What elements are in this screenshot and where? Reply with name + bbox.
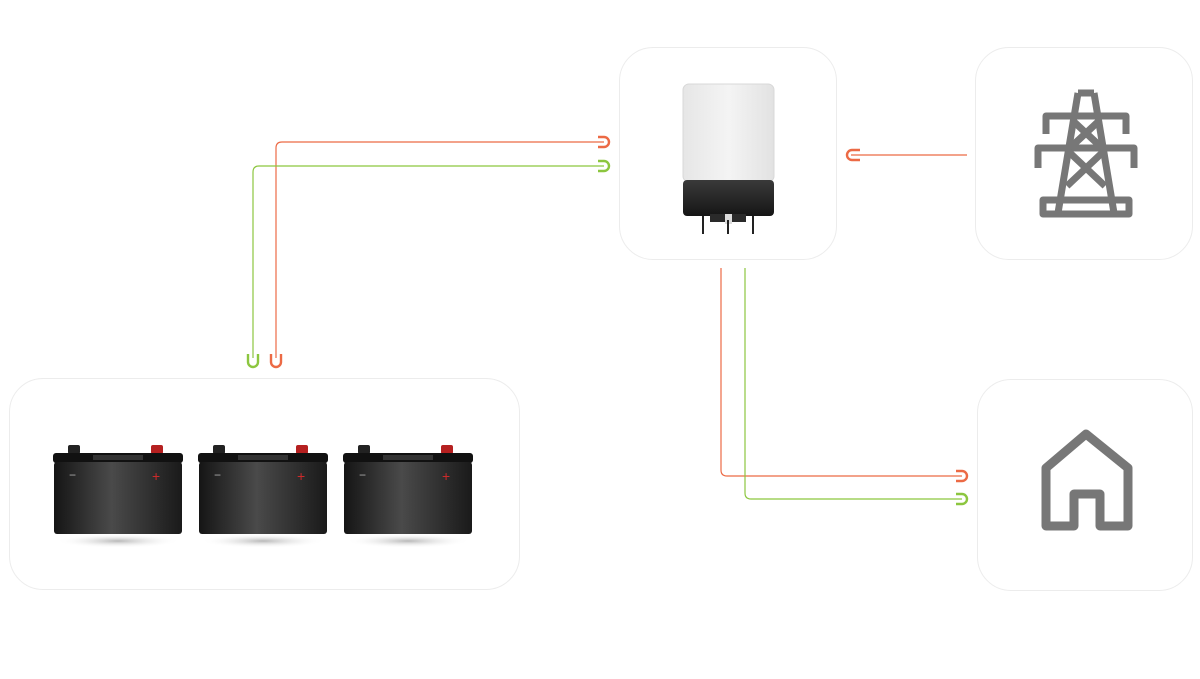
- transmission-tower-icon: [1034, 89, 1138, 218]
- connector-battery-positive: [269, 354, 283, 369]
- battery-minus-label: −: [359, 468, 366, 482]
- inverter-card: [619, 47, 837, 260]
- wire-battery-negative: [252, 165, 604, 358]
- house-card: [977, 379, 1193, 591]
- wire-house-negative: [744, 268, 962, 500]
- house-icon: [1041, 429, 1133, 531]
- battery-minus-label: −: [69, 468, 76, 482]
- battery-2: − +: [198, 445, 328, 560]
- connector-inverter-positive: [598, 135, 611, 149]
- connector-house-positive: [956, 469, 969, 483]
- battery-icon: − +: [198, 445, 328, 548]
- battery-3: − +: [343, 445, 473, 560]
- grid-card: [975, 47, 1193, 260]
- connector-grid-positive: [845, 148, 860, 162]
- connector-battery-negative: [246, 354, 260, 369]
- connector-inverter-negative: [598, 159, 611, 173]
- battery-icon: − +: [53, 445, 183, 548]
- wire-battery-positive: [275, 141, 604, 358]
- battery-plus-label: +: [297, 468, 305, 484]
- inverter-icon: [682, 83, 775, 234]
- battery-minus-label: −: [214, 468, 221, 482]
- wire-house-positive: [720, 268, 962, 477]
- battery-icon: − +: [343, 445, 473, 548]
- connector-house-negative: [956, 492, 969, 506]
- battery-plus-label: +: [442, 468, 450, 484]
- battery-plus-label: +: [152, 468, 160, 484]
- battery-1: − +: [53, 445, 183, 560]
